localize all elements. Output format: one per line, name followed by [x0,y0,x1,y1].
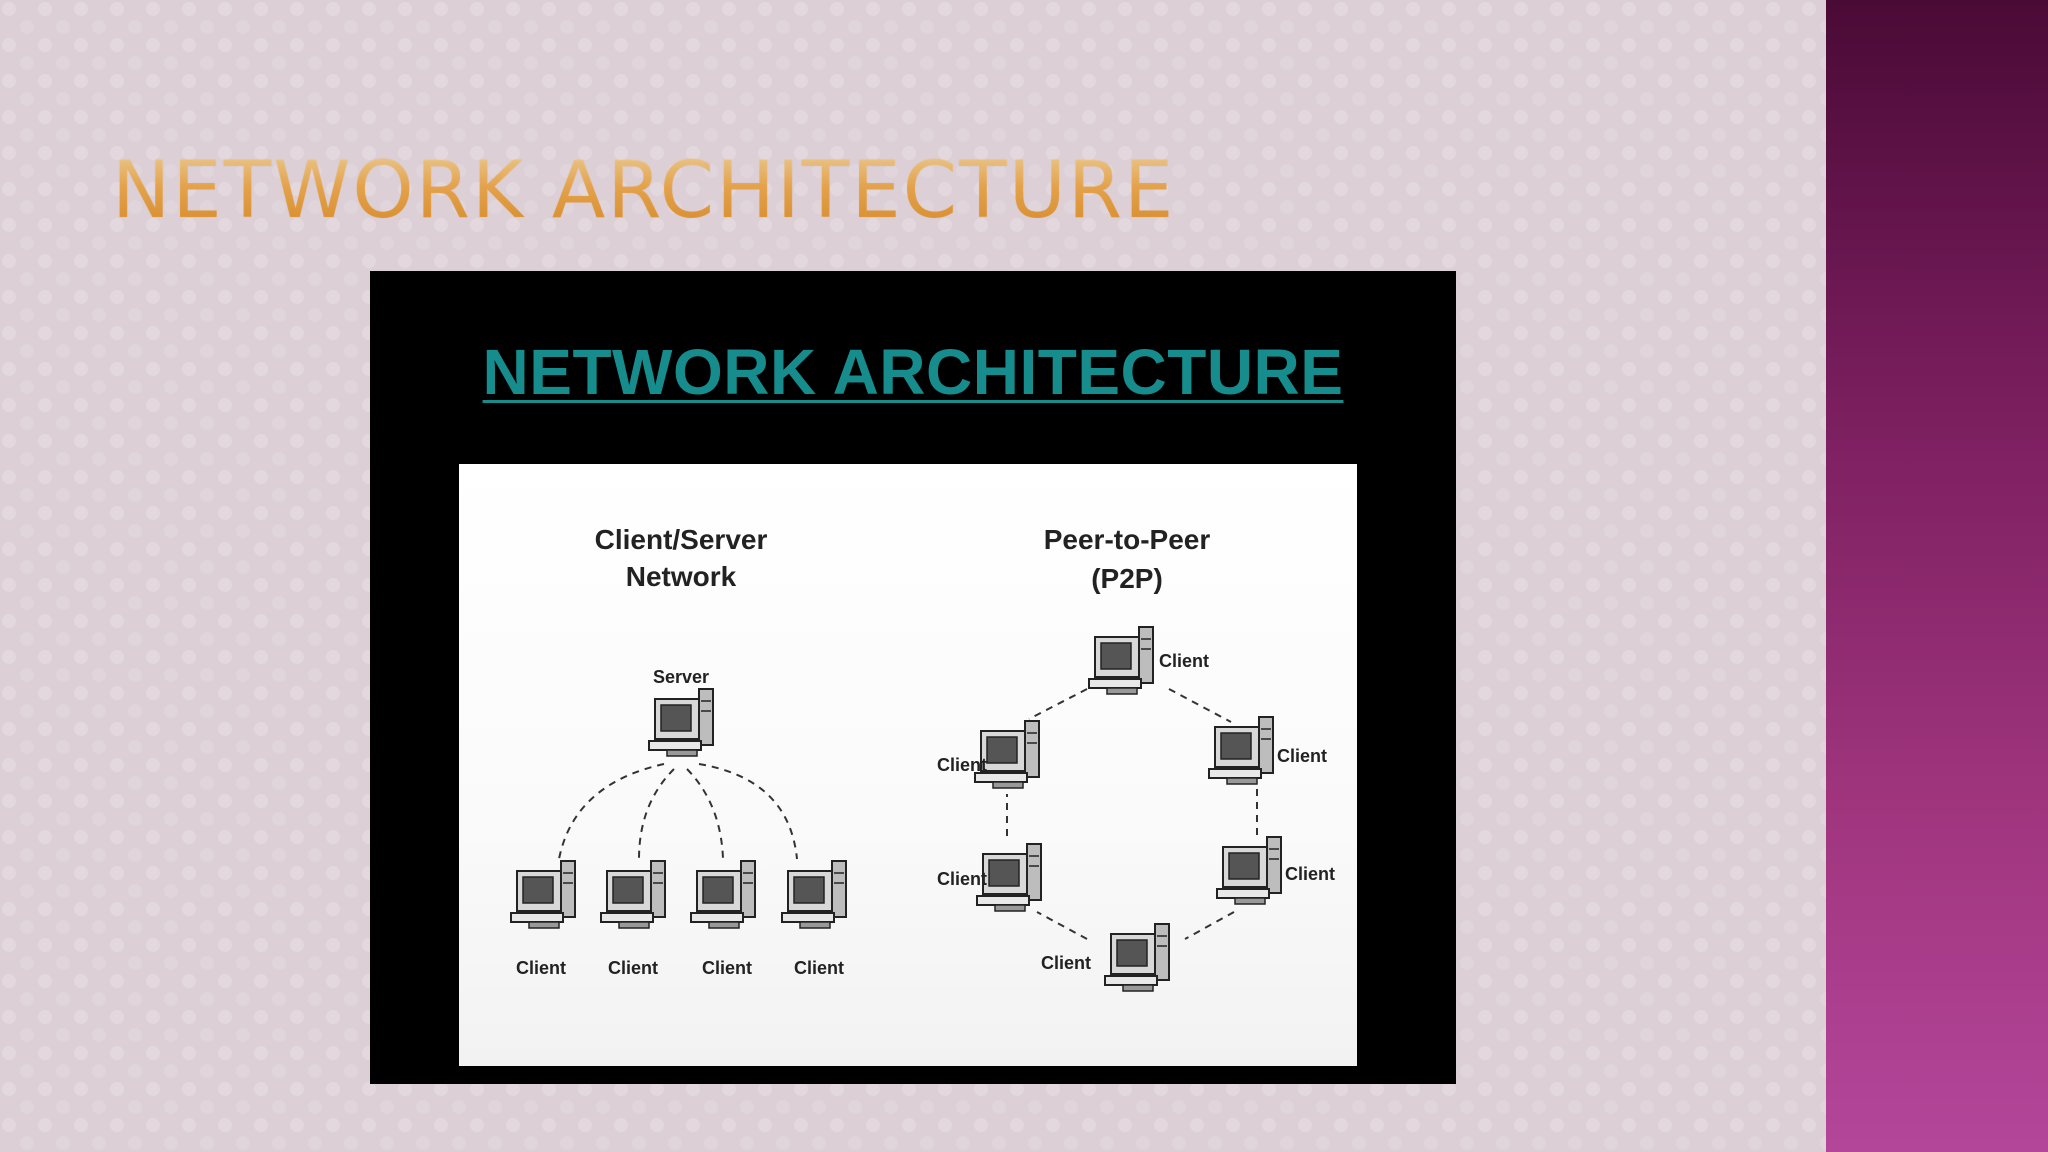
peer-computer-icon [1088,626,1154,695]
peer-computer-icon [1104,923,1170,992]
embedded-title: NETWORK ARCHITECTURE [482,336,1344,408]
p2p-client-label: Client [937,869,987,889]
server-computer-icon [648,688,714,757]
server-label: Server [653,667,709,687]
p2p-client-label: Client [1159,651,1209,671]
client-computer-icon [510,860,576,929]
embedded-image: NETWORK ARCHITECTURE Client/Server Netwo… [370,271,1456,1084]
p2p-heading-line2: (P2P) [1091,563,1163,594]
slide-title: NETWORK ARCHITECTURE [112,146,1176,236]
p2p-client-label: Client [1277,746,1327,766]
p2p-heading-line1: Peer-to-Peer [1044,524,1211,555]
client-computer-icon [690,860,756,929]
cs-client-label: Client [608,958,658,978]
peer-computer-icon [1208,716,1274,785]
p2p-ring-links [1006,688,1258,940]
client-computer-icon [781,860,847,929]
cs-links [558,763,798,860]
cs-client-label: Client [702,958,752,978]
cs-client-label: Client [794,958,844,978]
cs-heading-line1: Client/Server [595,524,768,555]
network-diagram: Client/Server Network Server Client Clie… [459,464,1357,1066]
peer-computer-icon [1216,836,1282,905]
client-computer-icon [600,860,666,929]
p2p-client-label: Client [1285,864,1335,884]
decorative-side-bar [1826,0,2048,1152]
cs-heading-line2: Network [626,561,737,592]
cs-client-label: Client [516,958,566,978]
p2p-client-label: Client [937,755,987,775]
p2p-client-label: Client [1041,953,1091,973]
